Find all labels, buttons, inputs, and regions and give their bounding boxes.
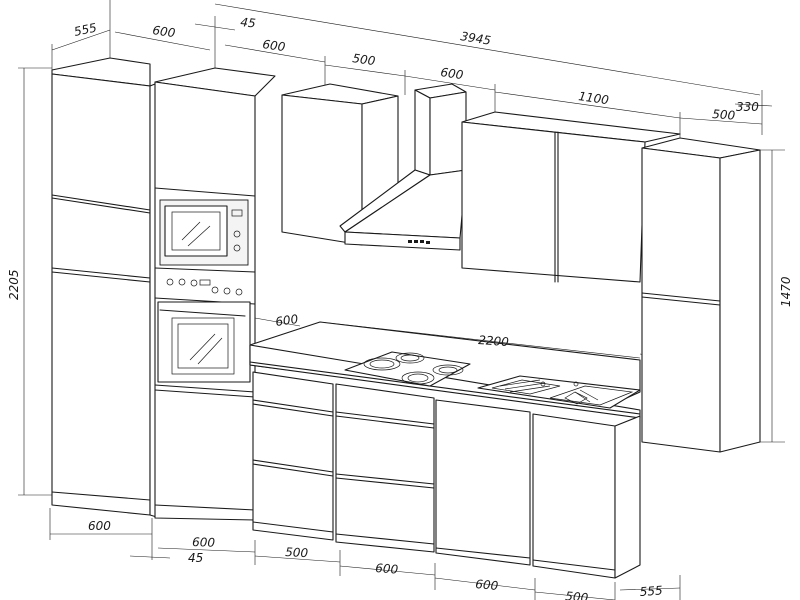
dim-counter-length: 2200 xyxy=(478,333,510,349)
dim-top-total: 3945 xyxy=(460,29,492,48)
tall-cabinet-left xyxy=(51,57,161,519)
dim-bottom-tall-left: 600 xyxy=(88,519,111,533)
dim-top-width-tall-left: 600 xyxy=(152,23,177,40)
dim-bottom-gap: 45 xyxy=(188,551,203,565)
dim-bottom-depth: 555 xyxy=(639,583,663,599)
dim-top-width-wall2: 1100 xyxy=(578,89,611,107)
dim-top-depth-right: 330 xyxy=(736,100,759,114)
tall-cabinet-right xyxy=(641,137,761,453)
wall-cabinet-2 xyxy=(461,111,681,283)
base-cabinet-last xyxy=(532,413,641,579)
dim-top-depth-left: 555 xyxy=(73,20,98,38)
oven-knobs xyxy=(166,278,243,296)
base-cabinet-drawers-2 xyxy=(335,383,435,553)
hood-buttons xyxy=(408,240,430,244)
dim-height-total: 2205 xyxy=(7,269,21,300)
sink xyxy=(477,375,641,409)
dim-top-width-wall1: 500 xyxy=(352,51,377,68)
dim-bottom-drawers1: 500 xyxy=(285,545,309,560)
dimension-lines xyxy=(18,0,785,600)
cooktop xyxy=(344,351,471,387)
oven xyxy=(157,301,251,383)
dim-top-width-hood: 600 xyxy=(440,65,465,82)
dim-bottom-oven: 600 xyxy=(192,535,216,550)
dim-height-right: 1470 xyxy=(779,276,793,307)
dim-top-width-oven: 600 xyxy=(262,37,287,54)
dim-counter-depth: 600 xyxy=(274,312,299,329)
base-cabinet-sink xyxy=(435,399,531,566)
dim-bottom-drawers2: 600 xyxy=(375,561,399,577)
dim-bottom-last: 500 xyxy=(565,589,589,600)
extractor-hood xyxy=(339,83,467,251)
dim-top-gap: 45 xyxy=(240,15,257,31)
dim-top-width-tall-right: 500 xyxy=(712,107,736,123)
base-cabinet-drawers-1 xyxy=(252,371,334,541)
oven-tower xyxy=(154,67,276,521)
dim-bottom-sink: 600 xyxy=(475,577,499,593)
dimension-labels: 555 600 45 3945 600 500 600 1100 500 330… xyxy=(7,15,793,600)
